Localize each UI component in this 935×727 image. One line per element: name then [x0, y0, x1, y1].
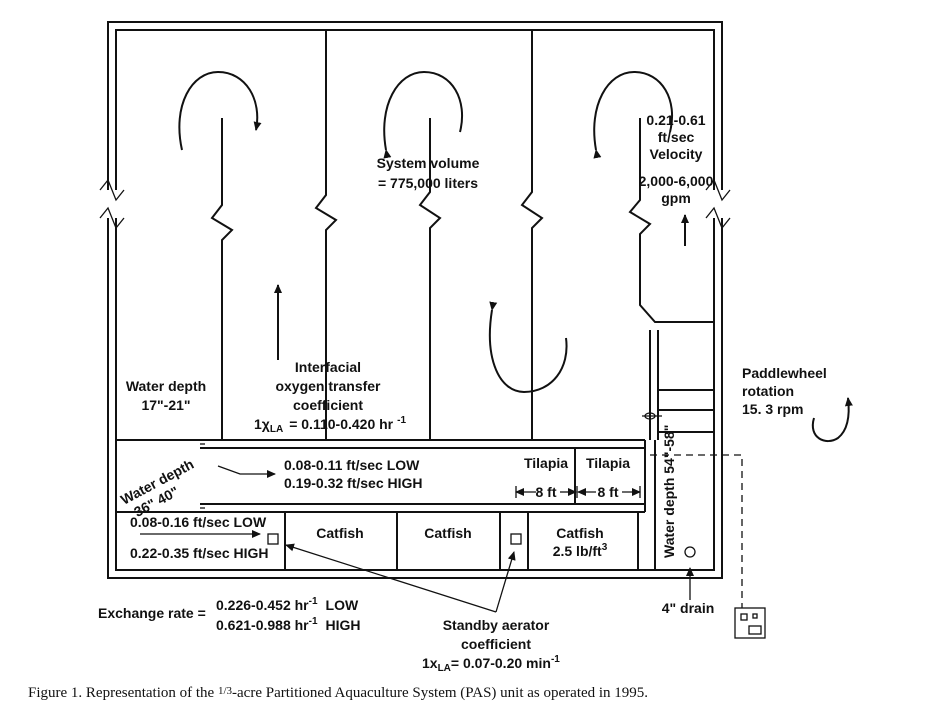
velocity-label: Velocity — [650, 146, 703, 162]
system-volume-label: System volume — [377, 155, 480, 171]
water-depth-left-label: Water depth — [126, 378, 206, 394]
catfish-density: 2.5 lb/ft3 — [553, 542, 608, 559]
paddlewheel-label-2: rotation — [742, 383, 794, 399]
catfish-dividers — [284, 440, 656, 570]
drain-pipe-dashed — [650, 454, 743, 608]
standby-aerator-label-1: Standby aerator — [443, 617, 550, 633]
flow-value: 2,000-6,000 — [639, 173, 714, 189]
interfacial-coefficient: 1χLA= 0.110-0.420 hr-1 — [254, 415, 406, 435]
paddlewheel-label-1: Paddlewheel — [742, 365, 827, 381]
drain-label: 4" drain — [662, 600, 715, 616]
interfacial-label-2: oxygen transfer — [275, 378, 381, 394]
water-depth-left-value: 17"-21" — [141, 397, 190, 413]
interfacial-label-1: Interfacial — [295, 359, 361, 375]
standby-aerator-coefficient: 1xLA= 0.07-0.20 min-1 — [422, 654, 560, 674]
annotation-arrows — [140, 465, 694, 613]
outer-walls — [107, 21, 723, 579]
water-depth-right: Water depth 54"-58" — [661, 425, 677, 558]
tilapia-label-1: Tilapia — [524, 455, 568, 471]
figure-caption: Figure 1. Representation of the 1/3-acre… — [28, 685, 648, 701]
system-volume-value: = 775,000 liters — [378, 175, 478, 191]
raceway-dividers — [210, 30, 714, 440]
catfish-velocity-high: 0.22-0.35 ft/sec HIGH — [130, 545, 269, 561]
catfish-label-2: Catfish — [424, 525, 471, 541]
aerator-boxes — [267, 533, 766, 639]
channel-walls — [116, 439, 646, 513]
catfish-velocity-low: 0.08-0.16 ft/sec LOW — [130, 514, 267, 530]
paddlewheel-rpm: 15. 3 rpm — [742, 401, 803, 417]
exchange-rate-label: Exchange rate = — [98, 605, 206, 621]
catfish-label-1: Catfish — [316, 525, 363, 541]
standby-aerator-label-2: coefficient — [461, 636, 531, 652]
tilapia-length-2: 8 ft — [598, 484, 619, 500]
circulation-arrows — [178, 70, 853, 443]
channel-velocity-high: 0.19-0.32 ft/sec HIGH — [284, 475, 423, 491]
paddlewheel-structure — [642, 330, 714, 440]
velocity-unit: ft/sec — [658, 129, 695, 145]
tilapia-length-1: 8 ft — [536, 484, 557, 500]
tilapia-label-2: Tilapia — [586, 455, 630, 471]
flow-unit: gpm — [661, 190, 691, 206]
velocity-value: 0.21-0.61 — [646, 112, 705, 128]
interfacial-label-3: coefficient — [293, 397, 363, 413]
channel-velocity-low: 0.08-0.11 ft/sec LOW — [284, 457, 420, 473]
catfish-label-3: Catfish — [556, 525, 603, 541]
break-symbols — [99, 178, 731, 230]
